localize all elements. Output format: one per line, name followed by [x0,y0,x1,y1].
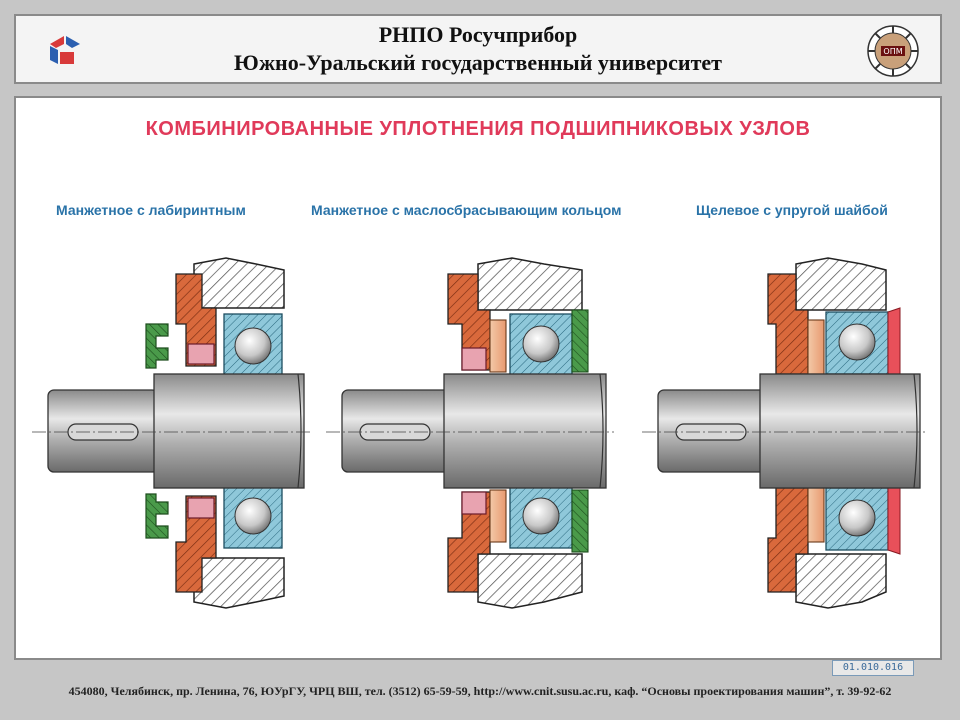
assembly-slot-elastic-washer [642,257,928,609]
elastic-washer-lower-3 [887,487,901,555]
department-emblem: ОПМ [867,25,919,77]
cover-upper-1 [175,273,217,367]
assembly-lip-labyrinth [32,257,312,609]
emblem-label: ОПМ [883,47,902,56]
bearing-upper-2 [509,313,573,377]
housing-lower-1 [193,557,285,609]
housing-upper-1 [193,257,285,309]
lip-seal-upper-1 [187,343,215,365]
lip-seal-lower-1 [187,497,215,519]
oil-thrower-lower-2 [489,489,507,543]
footer-contacts: 454080, Челябинск, пр. Ленина, 76, ЮУрГУ… [68,684,892,698]
retaining-ring-upper-2 [571,309,589,373]
labyrinth-ring-upper-1 [145,323,169,369]
bearing-upper-1 [223,313,283,379]
header-panel: РНПО Росучприбор Южно-Уральский государс… [14,14,942,84]
bearing-upper-3 [825,311,889,375]
housing-lower-3 [795,553,887,609]
shaft-body-2 [443,373,607,489]
retaining-ring-lower-2 [571,489,589,553]
organization-name: РНПО Росучприбор [378,22,578,47]
elastic-washer-upper-3 [887,307,901,375]
oil-thrower-upper-2 [489,319,507,373]
main-panel: КОМБИНИРОВАННЫЕ УПЛОТНЕНИЯ ПОДШИПНИКОВЫХ… [14,96,942,660]
variant-label-3: Щелевое с упругой шайбой [696,202,888,218]
lip-seal-lower-2 [461,491,487,515]
shaft-body-3 [759,373,921,489]
spacer-lower-3 [807,487,825,543]
variant-label-2: Манжетное с маслосбрасывающим кольцом [311,202,622,218]
poster-code: 01.010.016 [832,660,914,676]
assembly-lip-oil-thrower [326,257,614,609]
shaft-body-1 [153,373,305,489]
housing-upper-2 [477,257,583,311]
bearing-lower-3 [825,487,889,551]
bearing-lower-2 [509,485,573,549]
housing-lower-2 [477,553,583,609]
bearing-lower-1 [223,483,283,549]
cover-lower-1 [175,495,217,593]
university-name: Южно-Уральский государственный университ… [234,50,722,75]
housing-upper-3 [795,257,887,311]
labyrinth-ring-lower-1 [145,493,169,539]
rosuchpribor-logo [50,36,80,64]
seal-drawings [32,257,928,609]
variant-label-1: Манжетное с лабиринтным [56,202,246,218]
spacer-upper-3 [807,319,825,375]
poster-title: КОМБИНИРОВАННЫЕ УПЛОТНЕНИЯ ПОДШИПНИКОВЫХ… [145,118,811,140]
lip-seal-upper-2 [461,347,487,371]
